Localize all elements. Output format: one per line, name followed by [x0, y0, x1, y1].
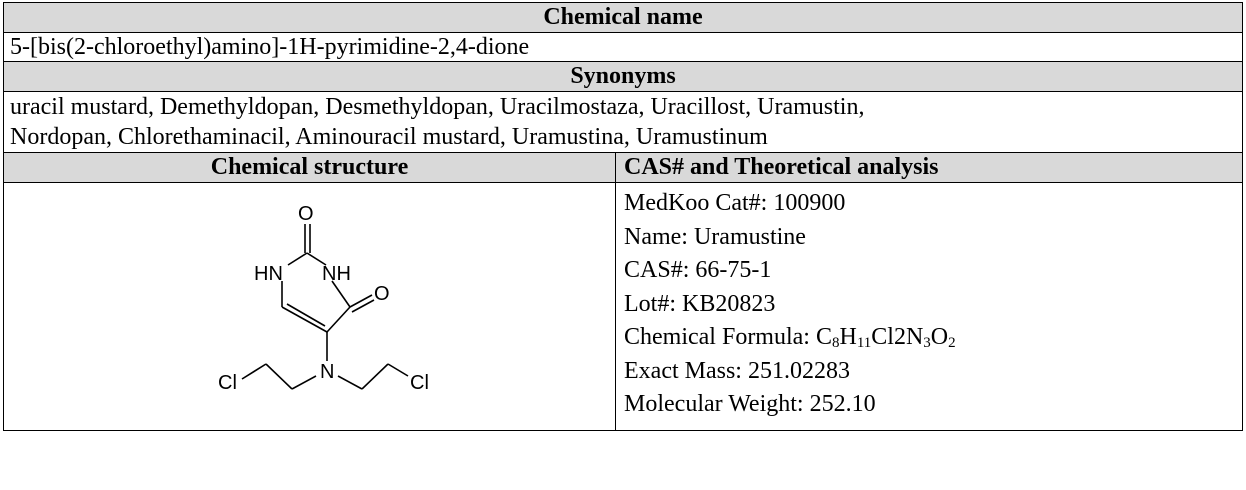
formula-c-count: 8	[831, 335, 840, 351]
formula-o: O	[930, 324, 949, 350]
data-sheet-table: Chemical name 5-[bis(2-chloroethyl)amino…	[3, 2, 1243, 431]
synonyms-line-2: Nordopan, Chlorethaminacil, Aminouracil …	[10, 124, 768, 150]
analysis-cell: MedKoo Cat#: 100900 Name: Uramustine CAS…	[615, 182, 1243, 431]
atom-o-top: O	[298, 203, 314, 225]
atom-cl-right: Cl	[410, 372, 429, 394]
chemical-name-value: 5-[bis(2-chloroethyl)amino]-1H-pyrimidin…	[3, 32, 1243, 62]
molecule-structure-diagram: O HN NH O N Cl Cl	[218, 203, 429, 394]
formula-n-count: 3	[923, 335, 931, 351]
synonyms-header: Synonyms	[3, 61, 1243, 92]
lot-number: Lot#: KB20823	[624, 290, 776, 317]
synonyms-value: uracil mustard, Demethyldopan, Desmethyl…	[3, 91, 1243, 153]
formula-h-count: 11	[856, 335, 872, 351]
formula-o-count: 2	[948, 335, 956, 351]
chemical-formula: Chemical Formula: C8H11Cl2N3O2	[624, 321, 1234, 355]
formula-label: Chemical Formula:	[624, 324, 816, 350]
atom-nh: NH	[322, 263, 351, 285]
analysis-header: CAS# and Theoretical analysis	[615, 152, 1243, 183]
medkoo-cat: MedKoo Cat#: 100900	[624, 190, 846, 216]
compound-name: Name: Uramustine	[624, 223, 806, 250]
formula-cl2n: Cl2N	[871, 324, 924, 350]
atom-o-right: O	[374, 283, 390, 305]
chemical-structure-cell: O HN NH O N Cl Cl	[3, 182, 616, 431]
formula-h: H	[839, 324, 857, 350]
atom-cl-left: Cl	[218, 372, 237, 394]
chemical-structure-header: Chemical structure	[3, 152, 616, 183]
chemical-name-header: Chemical name	[3, 2, 1243, 33]
atom-hn: HN	[254, 263, 283, 285]
synonyms-line-1: uracil mustard, Demethyldopan, Desmethyl…	[10, 94, 865, 120]
cas-number: CAS#: 66-75-1	[624, 257, 772, 283]
exact-mass: Exact Mass: 251.02283	[624, 357, 850, 384]
formula-c: C	[815, 324, 832, 350]
molecular-weight: Molecular Weight: 252.10	[624, 391, 876, 417]
atom-n: N	[320, 361, 334, 383]
